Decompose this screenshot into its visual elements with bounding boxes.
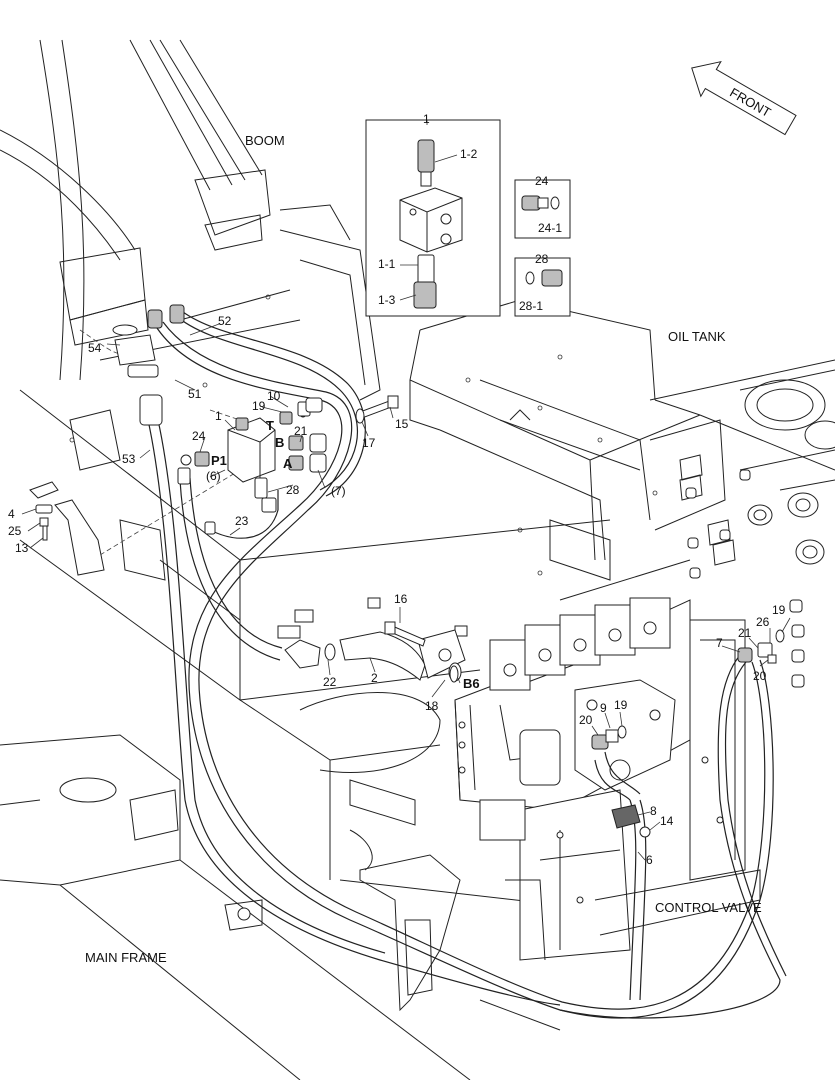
callout-14: 14 [660,814,674,828]
callout-7-paren: (7) [331,484,346,498]
callout-1-1: 1-1 [378,257,396,271]
callout-1-2: 1-2 [460,147,478,161]
leader-dash-lines [79,329,241,556]
callout-6-paren: (6) [206,469,221,483]
callout-53: 53 [122,452,136,466]
callout-20-a: 20 [579,713,593,727]
callout-13: 13 [15,541,29,555]
oil-tank-structure [69,294,835,639]
callout-51: 51 [188,387,202,401]
callout-19-b: 19 [772,603,786,617]
callout-24-a: 24 [192,429,206,443]
callout-24-1: 24-1 [538,221,562,235]
callout-19-a: 19 [252,399,266,413]
port-a-label: A [283,456,293,471]
callout-15: 15 [395,417,409,431]
callout-26: 26 [756,615,770,629]
callout-23: 23 [235,514,249,528]
callout-20-b: 20 [753,669,767,683]
callout-2: 2 [371,671,378,685]
control-valve-body [454,597,761,961]
callout-16: 16 [394,592,408,606]
boom-structure [0,39,381,401]
callout-1-mid: 1 [215,409,222,423]
valve-block-assembly [29,397,327,576]
inset-part-1-detail [365,119,501,317]
control-valve-label: CONTROL VALVE [655,900,762,915]
callout-10: 10 [267,389,281,403]
port-b-label: B [275,435,284,450]
callout-52: 52 [218,314,232,328]
callout-17: 17 [362,436,376,450]
callout-54: 54 [88,341,102,355]
callout-21-a: 21 [294,424,308,438]
callout-19-c: 19 [614,698,628,712]
callout-28-box: 28 [535,252,549,266]
callout-22: 22 [323,675,337,689]
port-labels: T B A P1 B6 [211,418,480,691]
port-t-label: T [266,418,274,433]
inset-28-detail [514,257,571,317]
callout-8: 8 [650,804,657,818]
callout-numbers: 1 1-2 1-1 1-3 24 24-1 28 28-1 52 54 51 5… [8,112,786,867]
callout-24-box: 24 [535,174,549,188]
port-b6-label: B6 [463,676,480,691]
callout-21-b: 21 [738,626,752,640]
main-frame-label: MAIN FRAME [85,950,167,965]
callout-7: 7 [716,636,723,650]
oil-tank-label: OIL TANK [668,329,726,344]
callout-9: 9 [600,701,607,715]
boom-label: BOOM [245,133,285,148]
callout-18: 18 [425,699,439,713]
main-frame-structure [0,389,611,1081]
inset-24-detail [514,179,571,239]
port-p1-label: P1 [211,453,227,468]
area-names: BOOM OIL TANK MAIN FRAME CONTROL VALVE [85,133,762,965]
callout-25: 25 [8,524,22,538]
front-arrow-icon: FRONT [691,60,797,136]
callout-6: 6 [646,853,653,867]
callout-leaders [21,120,791,861]
callout-4: 4 [8,507,15,521]
hose-fittings [112,304,805,838]
callout-1-3: 1-3 [378,293,396,307]
callout-28-1: 28-1 [519,299,543,313]
callout-1-top: 1 [423,112,430,126]
callout-28-a: 28 [286,483,300,497]
